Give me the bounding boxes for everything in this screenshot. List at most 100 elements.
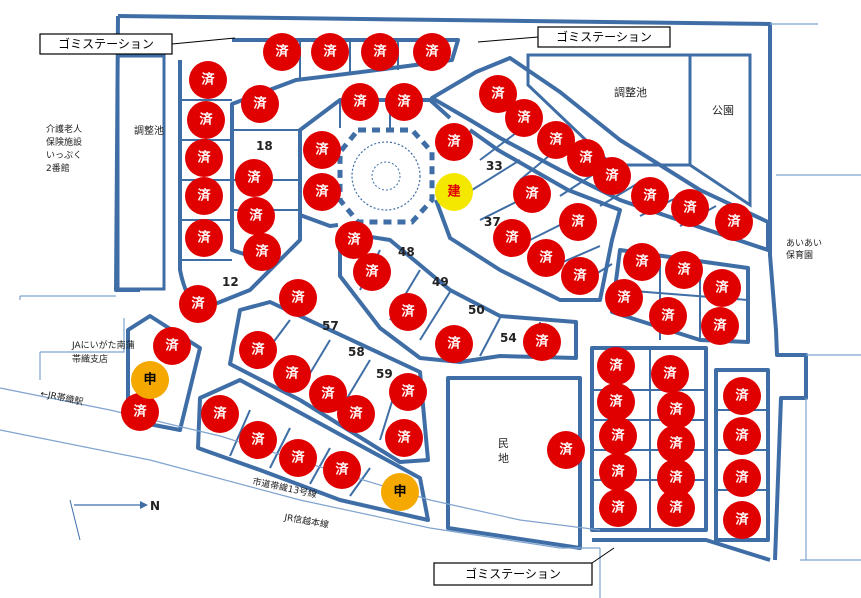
sold-stamp: 済 xyxy=(323,451,361,489)
sold-stamp-text: 済 xyxy=(275,44,289,60)
sold-stamp-text: 済 xyxy=(609,358,623,374)
sold-stamp-text: 済 xyxy=(397,94,411,110)
sold-stamp: 済 xyxy=(153,327,191,365)
sold-stamp: 済 xyxy=(657,459,695,497)
svg-text:あいあい: あいあい xyxy=(786,238,822,249)
sold-stamp-text: 済 xyxy=(735,388,749,404)
sold-stamp: 済 xyxy=(311,33,349,71)
sold-stamp-circle xyxy=(263,33,301,71)
sold-stamp: 済 xyxy=(385,419,423,457)
sold-stamp: 済 xyxy=(239,421,277,459)
sold-stamp: 済 xyxy=(523,323,561,361)
sold-stamp: 済 xyxy=(657,425,695,463)
sold-stamp: 済 xyxy=(389,373,427,411)
sold-stamp-text: 済 xyxy=(713,318,727,334)
sold-stamp-circle xyxy=(657,459,695,497)
sold-stamp-text: 済 xyxy=(291,290,305,306)
lot-number: 57 xyxy=(322,319,339,333)
sold-stamp-circle xyxy=(185,177,223,215)
sold-stamp-text: 済 xyxy=(517,110,531,126)
sold-stamp: 済 xyxy=(597,347,635,385)
garbage-station-nw: ゴミステーション xyxy=(39,33,236,55)
central-plaza xyxy=(337,127,435,225)
sold-stamp: 済 xyxy=(353,253,391,291)
block-north-east xyxy=(430,56,770,252)
sold-stamp-text: 済 xyxy=(347,232,361,248)
plaza-ring-inner xyxy=(371,161,401,191)
lot-lines-south-east-a xyxy=(592,348,706,530)
sold-stamp: 済 xyxy=(303,131,341,169)
lot-lines-south xyxy=(229,409,371,497)
sold-stamp: 済 xyxy=(187,101,225,139)
sold-stamp-circle xyxy=(493,219,531,257)
sold-stamp-text: 済 xyxy=(191,296,205,312)
sold-stamp-text: 済 xyxy=(735,428,749,444)
sold-stamp-circle xyxy=(631,177,669,215)
sold-stamp: 済 xyxy=(279,279,317,317)
sold-stamp-circle xyxy=(239,331,277,369)
sold-stamp-circle xyxy=(593,157,631,195)
sold-stamp: 済 xyxy=(599,489,637,527)
sold-stamp-text: 済 xyxy=(735,470,749,486)
svg-text:ゴミステーション: ゴミステーション xyxy=(465,566,561,581)
sold-stamp-text: 済 xyxy=(669,500,683,516)
sold-stamp: 済 xyxy=(593,157,631,195)
sold-stamp-text: 済 xyxy=(335,462,349,478)
sold-stamp-circle xyxy=(201,395,239,433)
svg-text:ゴミステーション: ゴミステーション xyxy=(58,36,154,51)
lot-number: 54 xyxy=(500,331,517,345)
sold-stamp: 済 xyxy=(185,177,223,215)
sold-stamp-circle xyxy=(337,395,375,433)
block-south-east-a xyxy=(590,346,708,532)
lot-lines-north-east xyxy=(479,129,717,227)
sold-stamp: 済 xyxy=(605,279,643,317)
sold-stamp-circle xyxy=(723,377,761,415)
sold-stamp: 済 xyxy=(723,377,761,415)
sold-stamp-text: 済 xyxy=(255,244,269,260)
sold-stamp-circle xyxy=(273,355,311,393)
sold-stamp-circle xyxy=(153,327,191,365)
sold-stamp-circle xyxy=(605,279,643,317)
sold-stamp-text: 済 xyxy=(677,262,691,278)
sold-stamp-circle xyxy=(723,459,761,497)
sold-stamp: 済 xyxy=(385,83,423,121)
pond-top xyxy=(526,53,692,167)
sold-stamp-circle xyxy=(279,439,317,477)
sold-stamp: 済 xyxy=(361,33,399,71)
sold-stamp: 済 xyxy=(335,221,373,259)
sold-stamp-text: 済 xyxy=(197,150,211,166)
outer-roads xyxy=(770,23,861,356)
svg-text:いっぷく: いっぷく xyxy=(46,150,82,161)
sold-stamp-circle xyxy=(599,453,637,491)
sold-stamp-circle xyxy=(303,173,341,211)
sold-stamp: 済 xyxy=(235,159,273,197)
north-label: N xyxy=(150,499,160,513)
sold-stamp-text: 済 xyxy=(611,500,625,516)
sold-stamp-text: 済 xyxy=(197,230,211,246)
sold-stamp-text: 済 xyxy=(397,430,411,446)
sold-stamp-circle xyxy=(239,421,277,459)
sold-stamp: 済 xyxy=(337,395,375,433)
sold-stamp-text: 済 xyxy=(611,464,625,480)
lot-lines-east xyxy=(471,159,613,291)
sold-stamp-text: 済 xyxy=(251,342,265,358)
sold-stamp-circle xyxy=(505,99,543,137)
building-stamp: 建 xyxy=(435,173,473,211)
sold-stamp-text: 済 xyxy=(133,404,147,420)
sold-stamp-text: 済 xyxy=(401,304,415,320)
sold-stamp-circle xyxy=(179,285,217,323)
sold-stamp-circle xyxy=(599,417,637,455)
sold-stamp: 済 xyxy=(547,431,585,469)
sold-stamp-circle xyxy=(671,189,709,227)
sold-stamp-text: 済 xyxy=(365,264,379,280)
sold-stamp: 済 xyxy=(493,219,531,257)
sold-stamp-circle xyxy=(657,489,695,527)
sold-stamp-text: 済 xyxy=(669,470,683,486)
sold-stamp: 済 xyxy=(527,239,565,277)
sold-stamp: 済 xyxy=(435,325,473,363)
sold-stamp-text: 済 xyxy=(321,386,335,402)
sold-stamp-text: 済 xyxy=(539,250,553,266)
sold-stamp-circle xyxy=(185,219,223,257)
svg-text:保育園: 保育園 xyxy=(786,249,813,261)
